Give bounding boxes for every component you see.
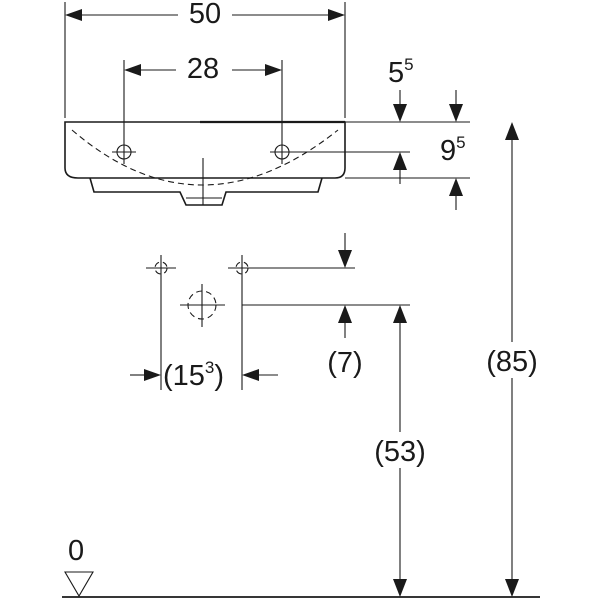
dimension-tap-hole-depth: 95 [294,133,466,184]
supply-spacing-close: ) [214,360,224,392]
tap-hole-depth-superscript: 5 [456,133,465,152]
tap-hole-depth-value: 9 [440,135,456,167]
rim-offset-value: 5 [388,57,404,89]
svg-text:95: 95 [440,133,466,167]
dimension-rim-offset: 55 [345,55,470,210]
rim-offset-superscript: 5 [404,55,413,74]
tap-hole-right [270,140,294,164]
supply-connection-right [228,255,256,281]
dimension-basin-width: 50 [64,0,346,118]
waste-height-label: (53) [374,436,426,468]
svg-text:(153): (153) [163,358,224,392]
dimension-tap-spacing: 28 [123,53,283,140]
bowl-contour [71,129,339,186]
dimension-waste-height: (53) [366,305,434,597]
dimension-supply-spacing: (153) [130,281,278,392]
tap-hole-left [112,140,136,164]
floor-line: 0 [62,535,540,598]
supply-spacing-value: (15 [163,360,205,392]
floor-level-label: 0 [68,535,84,567]
basin-width-label: 50 [189,0,221,30]
tap-spacing-label: 28 [187,53,219,85]
zero-level-marker-icon [64,571,94,598]
supply-height-arrow [338,250,352,268]
dimension-supply-offset: (7) [327,305,363,379]
dimension-rim-height: (85) [478,122,546,597]
svg-text:55: 55 [388,55,414,89]
waste-outlet [180,284,225,327]
washbasin [64,120,346,206]
rim-height-label: (85) [486,346,538,378]
supply-connection-left [146,255,176,281]
supply-offset-label: (7) [327,347,362,379]
supply-spacing-superscript: 3 [205,358,214,377]
